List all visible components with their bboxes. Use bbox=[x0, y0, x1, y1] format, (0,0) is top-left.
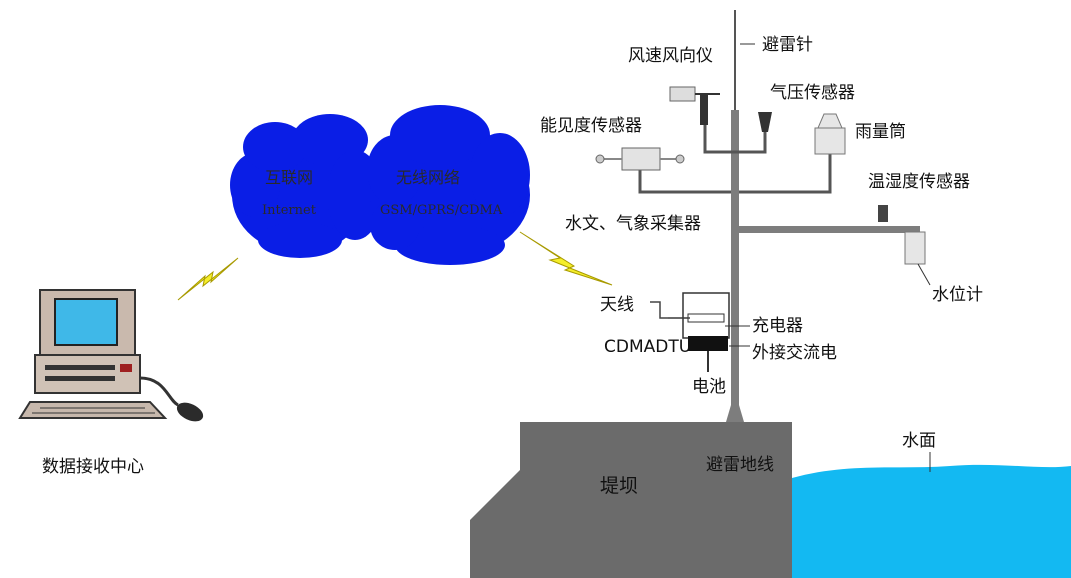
dam-label: 堤坝 bbox=[600, 475, 638, 497]
dam-shape bbox=[470, 422, 792, 578]
water-shape bbox=[792, 464, 1071, 578]
computer-icon bbox=[18, 289, 204, 422]
water-level-meter-icon bbox=[904, 231, 926, 265]
dtu-label: CDMADTU bbox=[604, 337, 691, 357]
internet-cloud-label-1: 互联网 bbox=[265, 168, 313, 187]
water-surface-label: 水面 bbox=[902, 431, 936, 451]
water-level-meter-label: 水位计 bbox=[932, 285, 983, 305]
collector-label: 水文、气象采集器 bbox=[565, 214, 701, 234]
temp-humidity-sensor-label: 温湿度传感器 bbox=[868, 172, 970, 192]
charger-label: 充电器 bbox=[752, 316, 803, 336]
rain-gauge-label: 雨量筒 bbox=[855, 122, 906, 142]
pressure-sensor-label: 气压传感器 bbox=[770, 83, 855, 103]
wind-sensor-icon bbox=[669, 86, 720, 125]
collector-box bbox=[682, 292, 730, 372]
lightning-left-icon bbox=[177, 257, 239, 301]
wireless-cloud bbox=[367, 105, 530, 265]
temp-humidity-sensor-icon bbox=[878, 205, 888, 222]
lightning-rod-label: 避雷针 bbox=[762, 35, 813, 55]
visibility-sensor-icon bbox=[595, 147, 685, 171]
battery-label: 电池 bbox=[692, 377, 726, 397]
rain-gauge-icon bbox=[814, 113, 846, 155]
internet-cloud-label-2: Internet bbox=[262, 203, 317, 218]
antenna-label: 天线 bbox=[600, 295, 634, 315]
wireless-cloud-label-2: GSM/GPRS/CDMA bbox=[380, 203, 503, 218]
lightning-right-icon bbox=[519, 231, 613, 286]
ground-wire-label: 避雷地线 bbox=[706, 455, 774, 475]
ac-power-label: 外接交流电 bbox=[752, 343, 837, 363]
wireless-cloud-label-1: 无线网络 bbox=[396, 168, 460, 187]
visibility-sensor-label: 能见度传感器 bbox=[540, 116, 642, 136]
wind-sensor-label: 风速风向仪 bbox=[628, 46, 713, 66]
pressure-sensor-icon bbox=[758, 112, 772, 132]
data-center-label: 数据接收中心 bbox=[42, 457, 144, 477]
